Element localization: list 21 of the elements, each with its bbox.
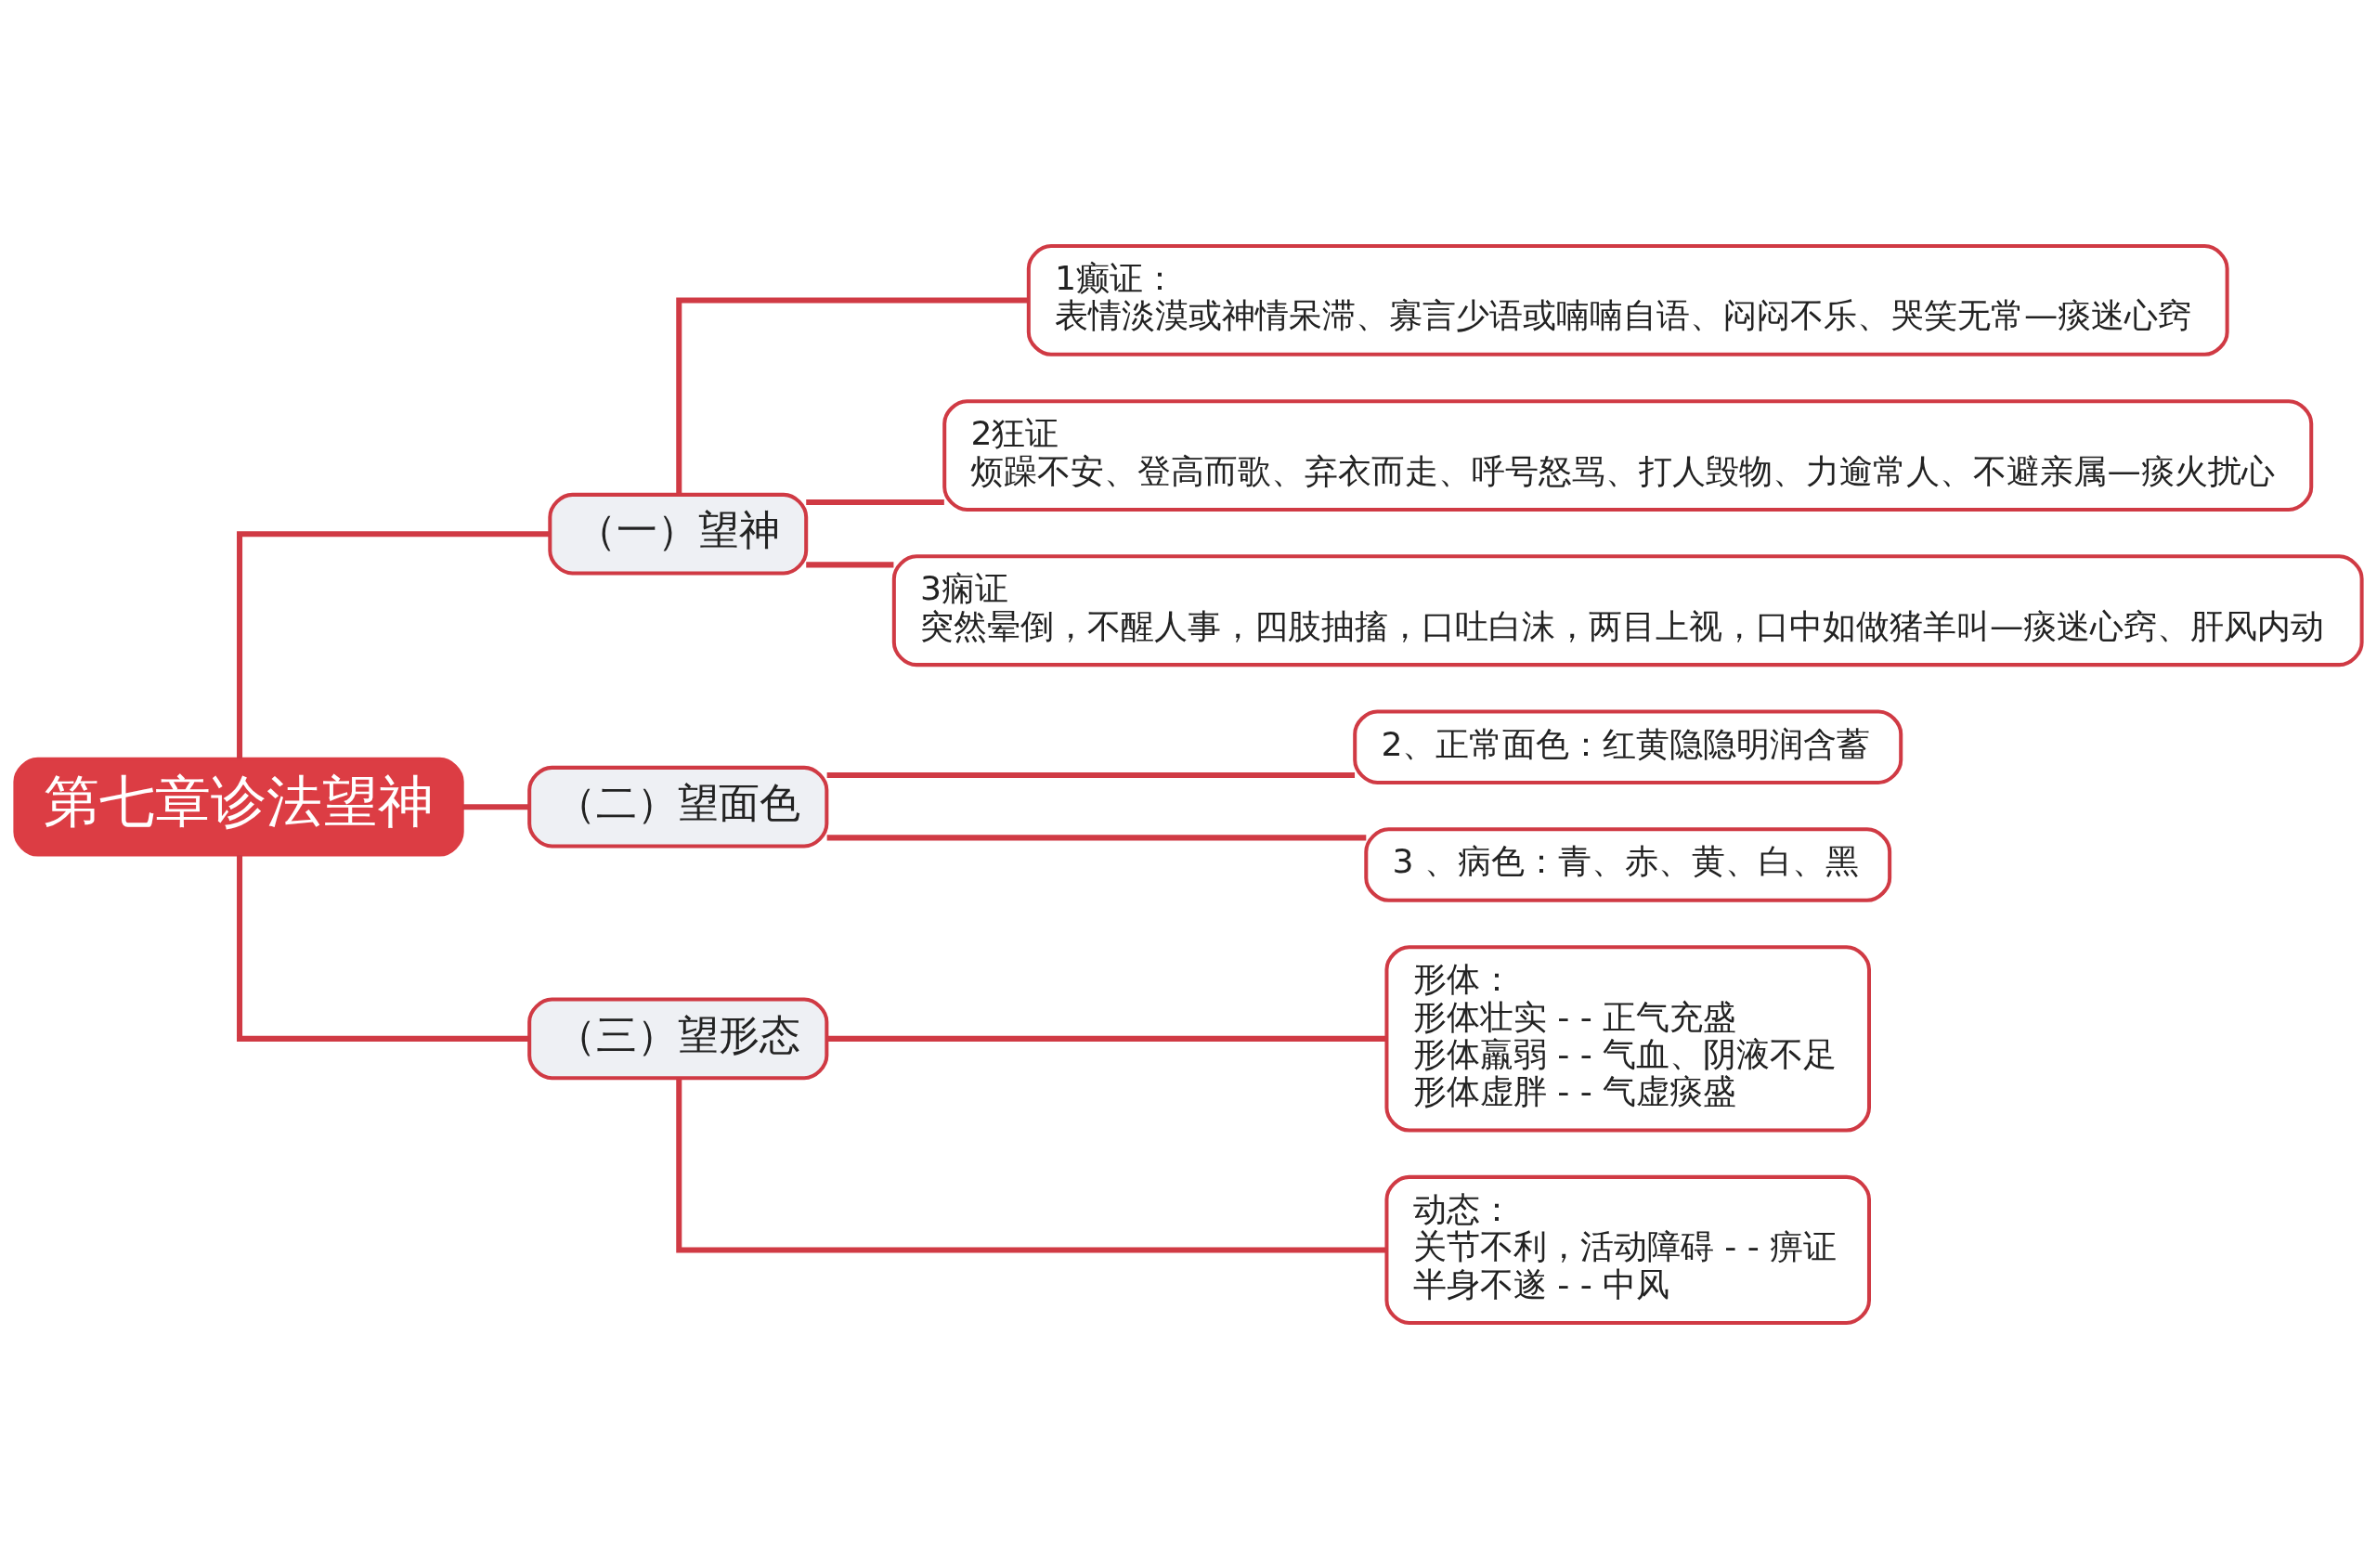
connector: [806, 499, 944, 505]
connector: [237, 530, 550, 758]
node-box: 2狂证 烦躁不安、登高而歌、弃衣而走、呼号怒骂、打人毁物、力逾常人、不避亲属—痰火扰心: [942, 398, 2314, 512]
node-box: （三）望形态: [527, 997, 829, 1080]
connector: [826, 1035, 1387, 1042]
node-box: （二）望面色: [527, 765, 829, 848]
node-box: 3痫证 突然晕倒，不醒人事，四肢抽搐，口吐白沫，两目上视，口中如做猪羊叫—痰迷心窍、肝风内动: [891, 553, 2364, 667]
node-box: 动态： 关节不利，活动障碍 - - 痹证 半身不遂 - - 中风: [1384, 1174, 1871, 1325]
node-box: 1癫证： 表情淡漠或神情呆滞、寡言少语或喃喃自语、闷闷不乐、哭笑无常—痰迷心窍: [1026, 243, 2229, 356]
node-box: 3 、病色：青、赤、黄、白、黑: [1364, 826, 1892, 902]
node-box: 第七章诊法望神: [13, 757, 464, 857]
node-box: 2、正常面色：红黄隐隐明润含蓄: [1353, 708, 1903, 784]
node-box: （一）望神: [548, 492, 809, 575]
connector: [826, 771, 1356, 778]
node-box: 形体： 形体壮实 - - 正气充盛 形体羸弱 - - 气血、阴液不足 形体虚胖 - - 气虚痰盛: [1384, 944, 1871, 1133]
connector: [826, 834, 1367, 840]
connector: [806, 561, 894, 567]
connector: [461, 803, 529, 810]
connector: [676, 296, 1029, 494]
connector: [676, 1078, 1387, 1252]
connector: [237, 854, 529, 1042]
